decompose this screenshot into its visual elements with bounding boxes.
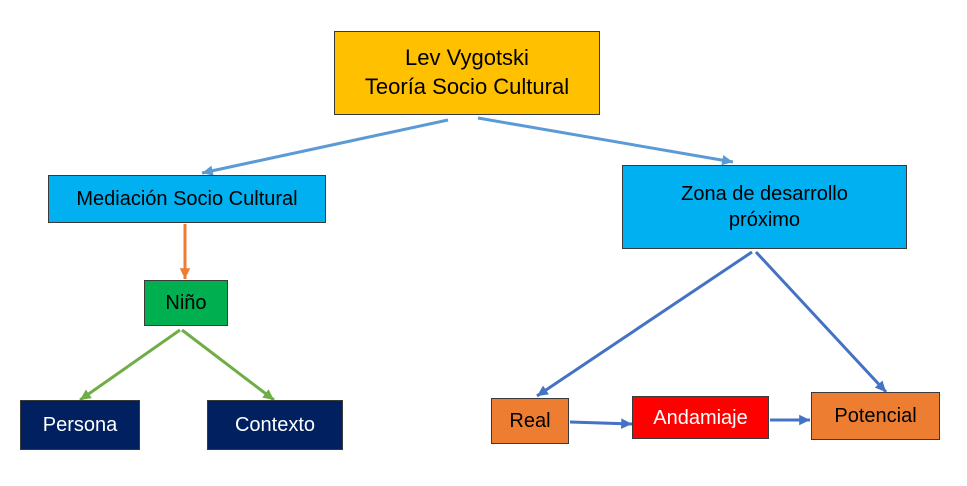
edge-root-to-mediacion — [201, 118, 449, 175]
edge-group — [79, 116, 888, 429]
node-label-andamiaje: Andamiaje — [653, 406, 748, 429]
node-real: Real — [491, 398, 569, 444]
node-label-mediacion: Mediación Socio Cultural — [76, 188, 298, 210]
edge-nino-to-contexto — [181, 328, 275, 402]
node-label-potencial: Potencial — [834, 405, 917, 427]
node-andamiaje: Andamiaje — [632, 396, 769, 439]
arrowhead-nino-to-contexto — [262, 389, 274, 400]
node-label-contexto: Contexto — [234, 414, 316, 436]
node-label-zona: Zona de desarrollo próximo — [681, 183, 848, 231]
node-label-root: Lev Vygotski Teoría Socio Cultural — [364, 45, 570, 99]
arrowhead-mediacion-to-nino — [179, 268, 191, 279]
edge-zona-to-potencial — [754, 250, 888, 394]
arrowhead-real-to-andamiaje — [621, 418, 632, 429]
edge-root-to-zona — [477, 116, 734, 164]
node-label-real: Real — [509, 410, 551, 432]
arrowhead-zona-to-real — [537, 385, 549, 396]
arrowhead-nino-to-persona — [80, 389, 92, 400]
arrowhead-root-to-zona — [721, 155, 733, 166]
node-zona-desarrollo-proximo: Zona de desarrollo próximo — [622, 165, 907, 249]
node-potencial: Potencial — [811, 392, 940, 440]
arrowhead-root-to-mediacion — [202, 165, 214, 176]
node-contexto: Contexto — [207, 400, 343, 450]
node-mediacion-socio-cultural: Mediación Socio Cultural — [48, 175, 326, 223]
node-lev-vygotski: Lev Vygotski Teoría Socio Cultural — [334, 31, 600, 115]
node-label-nino: Niño — [165, 292, 207, 314]
node-nino: Niño — [144, 280, 228, 326]
node-persona: Persona — [20, 400, 140, 450]
edge-zona-to-real — [536, 250, 753, 398]
arrowhead-zona-to-potencial — [874, 380, 886, 392]
node-label-persona: Persona — [42, 414, 118, 436]
arrowhead-andamiaje-to-potencial — [799, 414, 810, 426]
edge-nino-to-persona — [79, 328, 181, 402]
